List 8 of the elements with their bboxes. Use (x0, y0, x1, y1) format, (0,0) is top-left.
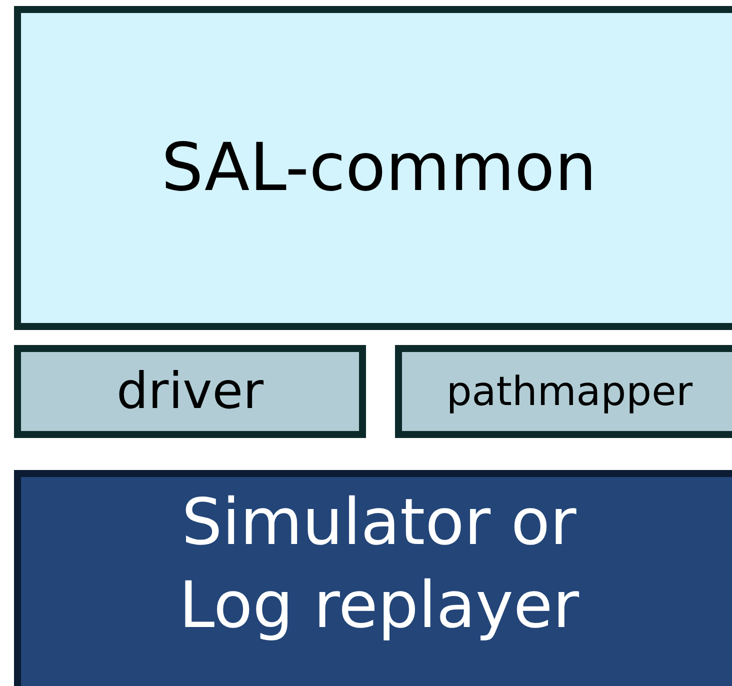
layer-box (14, 470, 732, 686)
layer-title: SAL-common (161, 128, 597, 208)
module-box (14, 345, 366, 438)
layer-box (14, 6, 732, 330)
module-label: driver (116, 361, 264, 422)
layer-title: Simulator or Log replayer (178, 484, 580, 645)
module-label: pathmapper (446, 368, 693, 416)
module-box (395, 345, 732, 438)
